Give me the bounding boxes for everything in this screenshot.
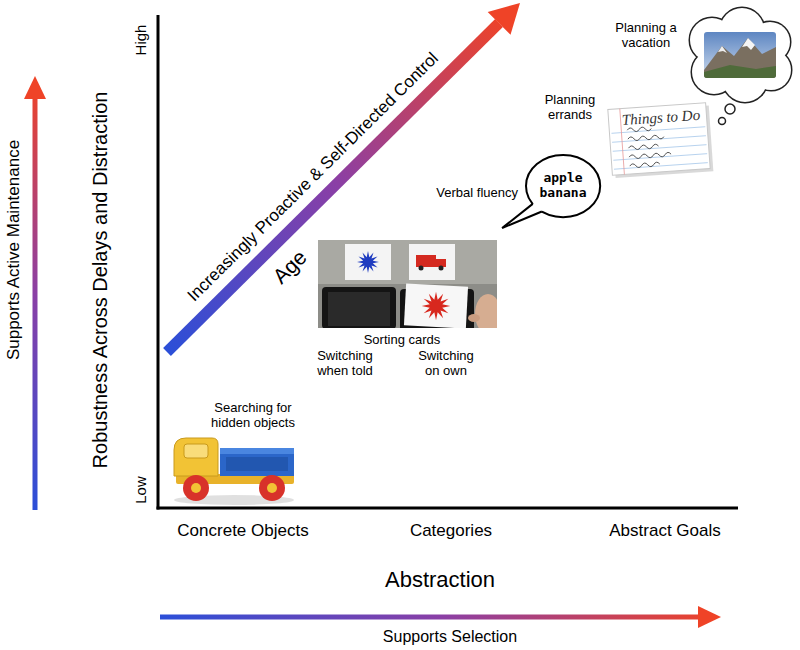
task-label: Searching for hidden objects xyxy=(201,401,305,431)
card-sorting-photo-part xyxy=(439,266,444,271)
todo-notepad-part xyxy=(628,135,664,142)
todo-notepad-part xyxy=(613,145,707,152)
thought-cloud-part xyxy=(719,118,726,125)
todo-notepad-part xyxy=(614,163,708,170)
thought-cloud xyxy=(690,8,791,125)
card-sorting-photo-part xyxy=(345,244,391,280)
bubble-tail xyxy=(502,204,542,228)
bubble-text: apple banana xyxy=(537,171,589,201)
axis-end-label: High xyxy=(132,25,149,56)
toy-truck xyxy=(174,438,294,505)
axis-side-label: Supports Active Maintenance xyxy=(4,140,24,360)
card-sorting-photo-part xyxy=(404,283,468,328)
thought-cloud-part xyxy=(704,32,776,78)
todo-notepad-part xyxy=(630,162,660,168)
card-sorting-photo-part xyxy=(416,255,436,267)
maintenance-arrow xyxy=(24,76,46,510)
todo-notepad-part xyxy=(613,154,707,161)
axis-title: Robustness Across Delays and Distraction xyxy=(89,92,112,469)
thought-cloud-part xyxy=(690,8,791,102)
notepad-heading: Things to Do xyxy=(621,107,700,130)
card-sorting-photo-part xyxy=(318,240,497,284)
toy-truck-part xyxy=(226,457,288,471)
age-arrow-part xyxy=(488,3,520,35)
todo-notepad-part xyxy=(629,152,671,159)
thought-cloud-part xyxy=(704,38,776,78)
task-label: Sorting cards xyxy=(364,333,441,348)
axis-side-label: Supports Selection xyxy=(383,628,517,646)
task-label: Planning errands xyxy=(534,93,606,123)
thought-cloud-part xyxy=(742,38,755,50)
arrow-label: Age xyxy=(268,245,312,288)
selection-arrow-part xyxy=(160,615,700,620)
card-sorting-photo-part xyxy=(475,294,497,328)
todo-notepad-part xyxy=(628,144,658,150)
chart-axes-part xyxy=(157,15,160,510)
task-label: Planning a vacation xyxy=(606,21,686,51)
todo-notepad-part xyxy=(608,103,710,176)
axis-tick-label: Concrete Objects xyxy=(177,521,308,541)
todo-notepad xyxy=(608,102,714,178)
card-sorting-photo-part xyxy=(409,244,455,280)
speech-bubble: apple banana xyxy=(524,153,602,219)
task-label: Verbal fluency xyxy=(436,186,518,201)
card-sorting-photo-part xyxy=(422,292,451,321)
maintenance-arrow-part xyxy=(33,96,38,510)
chart-axes-part xyxy=(157,507,739,510)
card-sorting-photo-part xyxy=(357,251,379,273)
chart-axes xyxy=(157,15,739,510)
age-arrow xyxy=(167,3,520,352)
task-label: Switching on own xyxy=(411,349,481,379)
toy-truck-part xyxy=(220,448,294,476)
toy-truck-part xyxy=(183,475,209,501)
thought-cloud-part xyxy=(704,32,776,78)
card-sorting-photo-part xyxy=(419,266,424,271)
arrow-label: Increasingly Proactive & Self-Directed C… xyxy=(184,49,443,306)
thought-cloud-part xyxy=(725,104,735,114)
maintenance-arrow-part xyxy=(24,76,46,99)
axis-title: Abstraction xyxy=(385,567,495,592)
thought-cloud-part xyxy=(718,46,727,53)
bubble-tail-fill xyxy=(502,200,546,228)
thought-cloud-part xyxy=(690,8,791,102)
axis-tick-label: Categories xyxy=(410,521,492,541)
toy-truck-part xyxy=(267,483,277,493)
card-sorting-photo-part xyxy=(468,314,480,322)
axis-tick-label: Abstract Goals xyxy=(609,521,721,541)
selection-arrow-part xyxy=(698,606,721,628)
toy-truck-part xyxy=(220,448,294,454)
toy-truck-part xyxy=(191,483,201,493)
toy-truck-part xyxy=(259,475,285,501)
selection-arrow xyxy=(160,606,721,628)
axis-end-label: Low xyxy=(132,476,149,504)
toy-truck-part xyxy=(184,444,208,458)
thought-cloud-part xyxy=(704,65,776,78)
todo-notepad-part xyxy=(612,136,706,143)
task-label: Switching when told xyxy=(305,349,385,379)
card-sorting-photo-part xyxy=(322,287,396,328)
card-sorting-photo-part xyxy=(328,292,390,326)
toy-truck-part xyxy=(174,438,218,476)
card-sorting-photo xyxy=(318,240,497,328)
